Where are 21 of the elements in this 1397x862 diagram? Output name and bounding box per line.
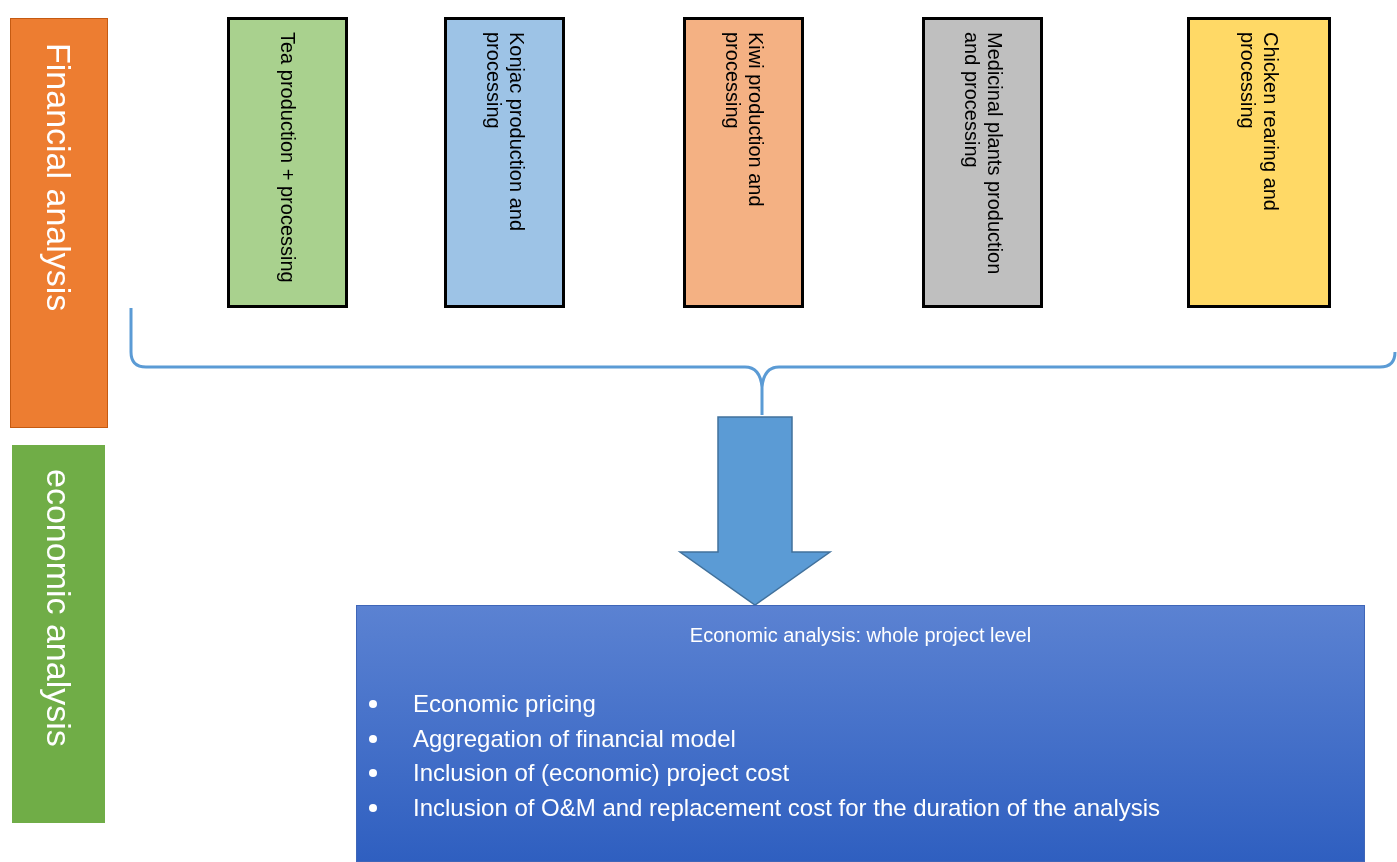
box-label: Chicken rearing and processing: [1236, 32, 1282, 213]
side-band: [12, 445, 105, 823]
summary-panel: [356, 605, 1365, 862]
bullet-text: Inclusion of O&M and replacement cost for the duration of the analysis: [413, 795, 1161, 820]
band-label: economic analysis: [41, 469, 76, 747]
activity-box: [227, 17, 348, 308]
activity-box: [922, 17, 1043, 308]
bullet-text: Aggregation of financial model: [413, 726, 736, 751]
box-label: Konjac production and processing: [481, 32, 528, 234]
band-label: Financial analysis: [42, 43, 76, 312]
activity-box: [1187, 17, 1331, 308]
box-label: Medicinal plants production and processing: [959, 32, 1006, 277]
bullet-text: Economic pricing: [413, 692, 596, 717]
bullet-text: Inclusion of (economic) project cost: [413, 761, 790, 786]
panel-heading: Economic analysis: whole project level: [689, 623, 1032, 648]
block-arrow: [677, 416, 833, 606]
box-label: Kiwi production and processing: [720, 32, 767, 209]
activity-box: [683, 17, 804, 308]
activity-box: [444, 17, 565, 308]
side-band: [10, 18, 108, 428]
box-label: Tea production + processing: [276, 32, 299, 283]
